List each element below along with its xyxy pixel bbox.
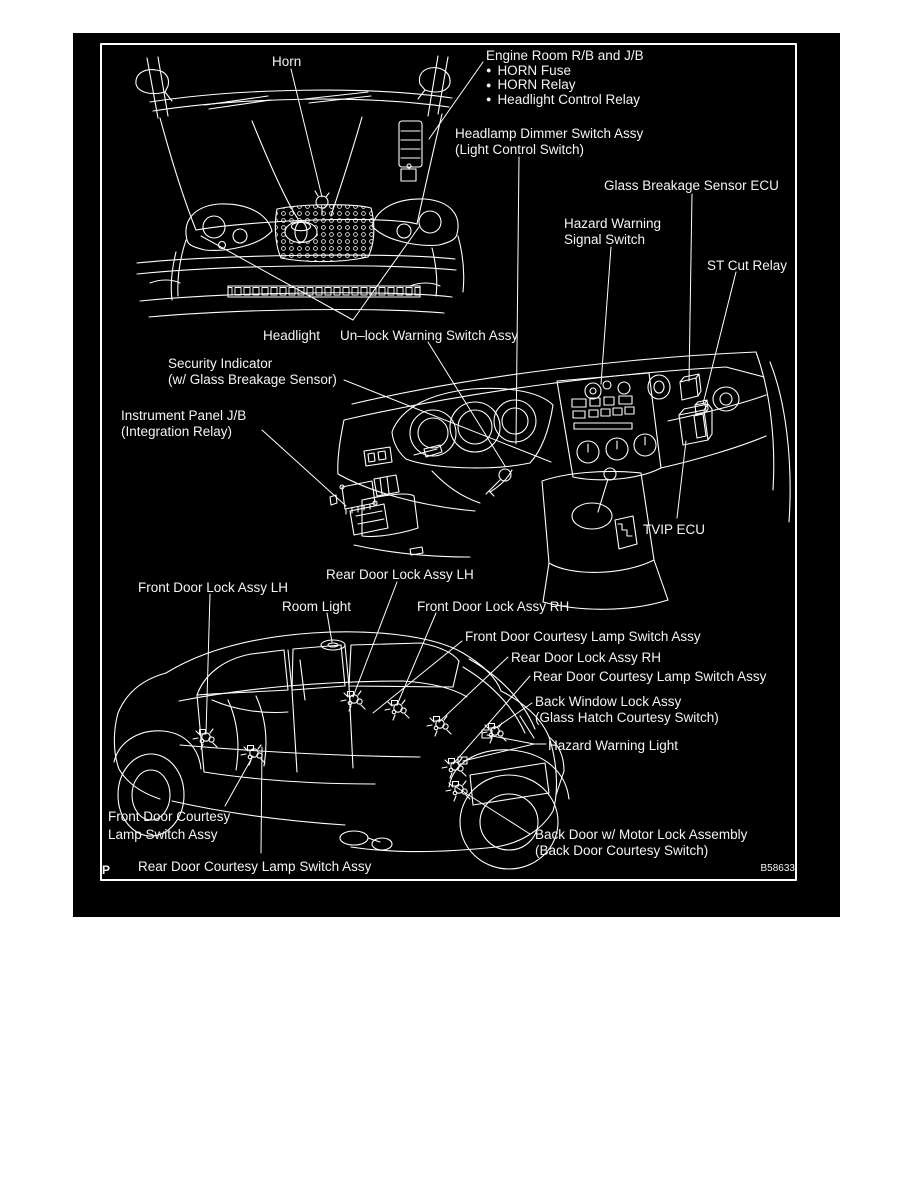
label-back-door-motor-lock: Back Door w/ Motor Lock Assembly (Back D…: [535, 827, 748, 858]
bullet-icon: ●: [486, 94, 492, 105]
label-horn: Horn: [272, 54, 302, 69]
label-hazard-warning-light: Hazard Warning Light: [548, 738, 679, 753]
label-instrument-panel-jb: Instrument Panel J/B (Integration Relay): [121, 408, 247, 439]
dashboard-drawing: [329, 351, 791, 610]
diagram-art: [100, 43, 797, 881]
label-front-door-lock-lh: Front Door Lock Assy LH: [138, 580, 289, 595]
rear-door-lock-lh-part: [340, 690, 366, 712]
label-glass-breakage-sensor-ecu: Glass Breakage Sensor ECU: [604, 178, 779, 193]
label-unlock-warning-switch: Un–lock Warning Switch Assy: [340, 328, 519, 343]
st-cut-relay-part: [694, 399, 709, 415]
front-view-drawing: [135, 55, 465, 318]
leader-lines: [200, 61, 737, 854]
engine-room-item: ● HORN Relay: [486, 77, 576, 93]
label-rear-door-lock-lh: Rear Door Lock Assy LH: [326, 567, 474, 582]
tvip-ecu-part: [678, 403, 713, 446]
hazard-switch-part: [602, 380, 612, 390]
bullet-icon: ●: [486, 79, 492, 90]
figure-code: B58633: [760, 863, 795, 874]
rear-door-courtesy-rh-part: [441, 757, 467, 779]
label-headlight: Headlight: [263, 328, 321, 343]
rear-view-drawing: [113, 631, 570, 870]
label-rear-door-courtesy-lh: Rear Door Courtesy Lamp Switch Assy: [138, 859, 372, 874]
engine-room-item: ● Headlight Control Relay: [486, 91, 641, 107]
glass-breakage-ecu-part: [679, 373, 702, 401]
label-engine-room-jb: Engine Room R/B and J/B ● HORN Fuse ● HO…: [486, 48, 644, 107]
bullet-icon: ●: [486, 65, 492, 76]
label-back-window-lock: Back Window Lock Assy (Glass Hatch Court…: [535, 694, 719, 725]
label-st-cut-relay: ST Cut Relay: [707, 258, 788, 273]
label-front-door-lock-rh: Front Door Lock Assy RH: [417, 599, 570, 614]
label-rear-door-courtesy-rh: Rear Door Courtesy Lamp Switch Assy: [533, 669, 767, 684]
label-hazard-warning-signal-switch: Hazard Warning Signal Switch: [564, 216, 662, 247]
label-tvip-ecu: TVIP ECU: [643, 522, 706, 537]
label-security-indicator: Security Indicator (w/ Glass Breakage Se…: [168, 356, 337, 387]
instrument-panel-jb-part: [329, 474, 400, 536]
label-headlamp-dimmer-switch: Headlamp Dimmer Switch Assy (Light Contr…: [455, 126, 644, 157]
label-room-light: Room Light: [282, 599, 352, 614]
engine-room-item: ● HORN Fuse: [486, 62, 571, 78]
room-light-part: [320, 639, 346, 651]
diagram-frame: [100, 43, 797, 881]
page-mark: P: [102, 863, 111, 877]
label-rear-door-lock-rh: Rear Door Lock Assy RH: [511, 650, 662, 665]
label-front-door-courtesy-lh: Front Door Courtesy Lamp Switch Assy: [108, 809, 231, 842]
front-door-lock-rh-part: [384, 699, 410, 721]
label-front-door-courtesy-rh: Front Door Courtesy Lamp Switch Assy: [465, 629, 701, 644]
engine-room-junction-box: [398, 120, 423, 182]
engine-room-title: Engine Room R/B and J/B: [486, 48, 644, 63]
rear-door-lock-rh-part: [426, 715, 452, 737]
